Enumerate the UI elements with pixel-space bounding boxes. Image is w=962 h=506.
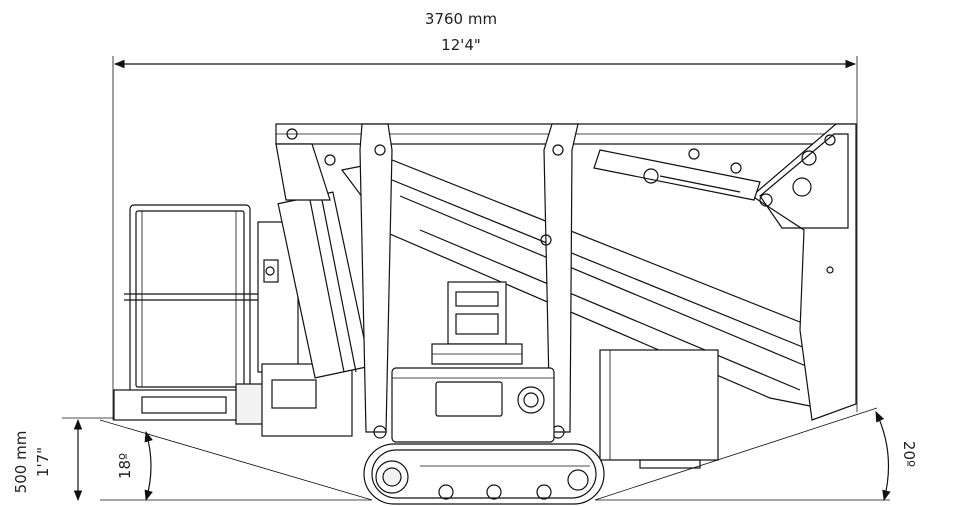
turret <box>431 281 523 365</box>
outrigger-legs <box>359 123 579 439</box>
crawler-tracks <box>363 443 605 505</box>
departure-angle-label: 20º <box>900 441 918 467</box>
approach-angle-label: 18º <box>116 453 134 479</box>
overall-length-dimension: 3760 mm 12'4" <box>112 10 858 420</box>
overall-length-mm-label: 3760 mm <box>425 10 497 28</box>
ground-clearance-mm-label: 500 mm <box>12 431 30 494</box>
ground-clearance-dimension: 500 mm 1'7" <box>12 417 240 502</box>
approach-angle-dimension: 18º <box>99 419 373 502</box>
overall-length-ft-label: 12'4" <box>441 36 481 54</box>
boom-head-plate <box>751 123 857 421</box>
departure-angle-dimension: 20º <box>594 407 918 502</box>
chassis-engine-box <box>391 367 555 443</box>
work-platform-basket <box>113 204 267 425</box>
rear-counterweight <box>599 349 719 469</box>
hydraulic-cylinder <box>593 148 761 201</box>
ground-clearance-ft-label: 1'7" <box>34 447 52 477</box>
jib-mechanism <box>257 191 371 437</box>
